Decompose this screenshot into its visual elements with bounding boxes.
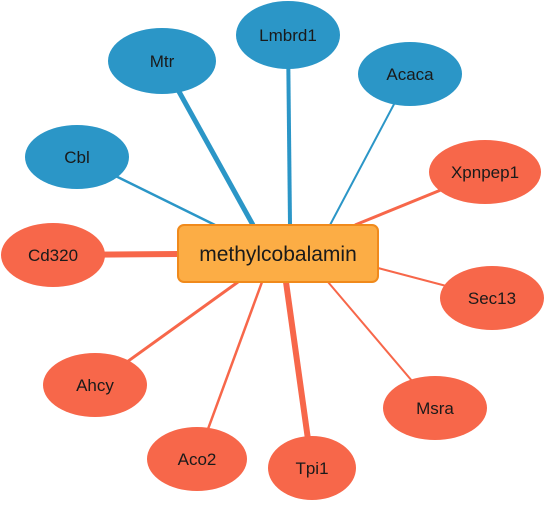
node-lmbrd1-ellipse[interactable] — [236, 1, 340, 69]
node-msra-label: Msra — [416, 399, 454, 418]
node-cbl-ellipse[interactable] — [25, 125, 129, 189]
node-sec13-ellipse[interactable] — [440, 266, 544, 330]
center-node[interactable]: methylcobalamin — [177, 224, 379, 283]
node-cd320-ellipse[interactable] — [1, 223, 105, 287]
node-mtr[interactable]: Mtr — [108, 28, 216, 94]
node-msra-ellipse[interactable] — [383, 376, 487, 440]
center-node-box[interactable] — [177, 224, 379, 283]
node-tpi1[interactable]: Tpi1 — [268, 436, 356, 500]
node-sec13[interactable]: Sec13 — [440, 266, 544, 330]
node-acaca-ellipse[interactable] — [358, 42, 462, 106]
node-xpnpep1-label: Xpnpep1 — [451, 163, 519, 182]
node-tpi1-label: Tpi1 — [295, 459, 328, 478]
nodes-layer: Mtr Lmbrd1AcacaCblXpnpep1Cd320Sec13AhcyMs… — [1, 1, 544, 500]
node-acaca-label: Acaca — [386, 65, 434, 84]
node-aco2-label: Aco2 — [178, 450, 217, 469]
center-node-label: methylcobalamin — [199, 243, 357, 266]
node-sec13-label: Sec13 — [468, 289, 516, 308]
node-mtr-ellipse[interactable] — [108, 28, 216, 94]
node-acaca[interactable]: Acaca — [358, 42, 462, 106]
node-aco2-ellipse[interactable] — [147, 427, 247, 491]
node-msra[interactable]: Msra — [383, 376, 487, 440]
node-lmbrd1[interactable]: Lmbrd1 — [236, 1, 340, 69]
node-tpi1-ellipse[interactable] — [268, 436, 356, 500]
node-lmbrd1-label: Lmbrd1 — [259, 26, 317, 45]
node-mtr-label: Mtr — [150, 52, 175, 71]
node-cd320-label: Cd320 — [28, 246, 78, 265]
node-xpnpep1-ellipse[interactable] — [429, 140, 541, 204]
node-cbl-label: Cbl — [64, 148, 90, 167]
node-aco2[interactable]: Aco2 — [147, 427, 247, 491]
node-ahcy[interactable]: Ahcy — [43, 353, 147, 417]
node-xpnpep1[interactable]: Xpnpep1 — [429, 140, 541, 204]
node-cbl[interactable]: Cbl — [25, 125, 129, 189]
node-ahcy-label: Ahcy — [76, 376, 114, 395]
node-cd320[interactable]: Cd320 — [1, 223, 105, 287]
node-ahcy-ellipse[interactable] — [43, 353, 147, 417]
